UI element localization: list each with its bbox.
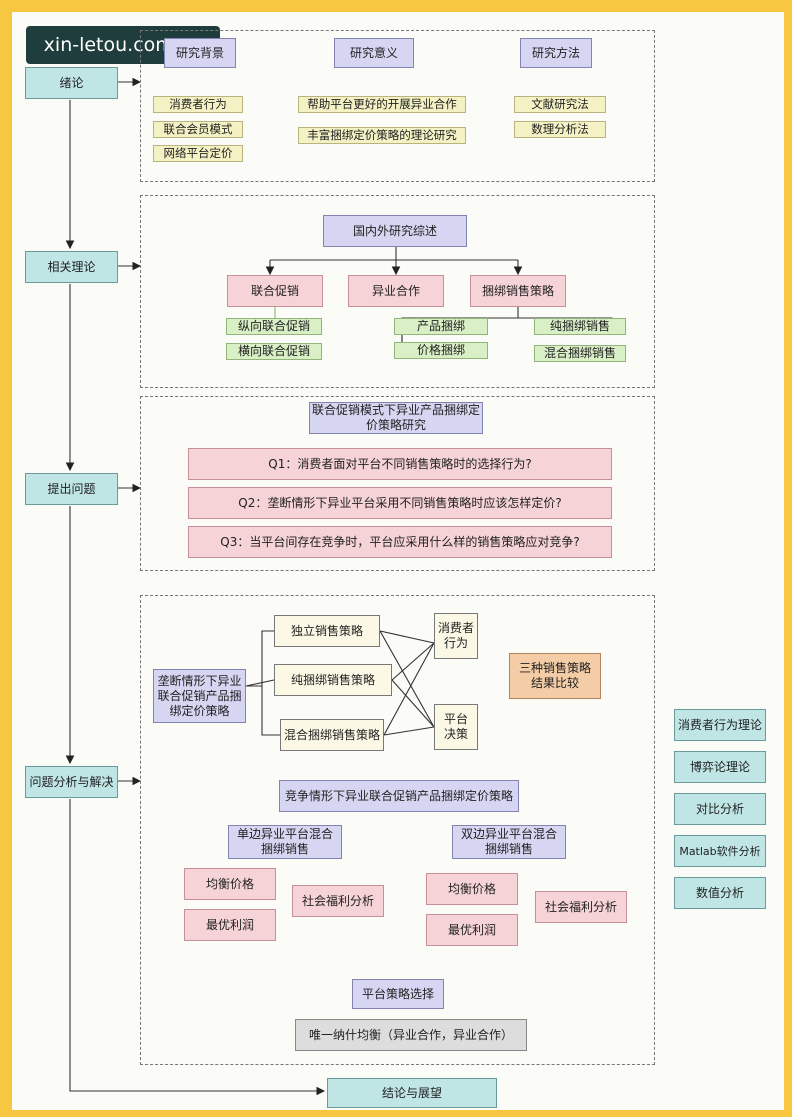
sig-item: 丰富捆绑定价策略的理论研究 — [298, 127, 466, 144]
joint-promotion-box: 联合促销 — [227, 275, 323, 307]
method-consumer-theory: 消费者行为理论 — [674, 709, 766, 741]
research-background-title: 研究背景 — [164, 38, 236, 68]
strategy-independent: 独立销售策略 — [274, 615, 380, 647]
question-section-frame — [140, 396, 655, 571]
welfare-analysis-left: 社会福利分析 — [292, 885, 384, 917]
stage-question: 提出问题 — [25, 473, 118, 505]
bundle-left-item: 产品捆绑 — [394, 318, 488, 335]
stage-theory: 相关理论 — [25, 251, 118, 283]
strategy-mixed-bundle: 混合捆绑销售策略 — [280, 719, 384, 751]
bilateral-mixed-bundle-box: 双边异业平台混合捆绑销售 — [452, 825, 566, 859]
question-q1: Q1：消费者面对平台不同销售策略时的选择行为? — [188, 448, 612, 480]
joint-sub-item: 纵向联合促销 — [226, 318, 322, 335]
method-matlab: Matlab软件分析 — [674, 835, 766, 867]
competition-strategy-box: 竞争情形下异业联合促销产品捆绑定价策略 — [279, 780, 519, 812]
bundle-right-item: 混合捆绑销售 — [534, 345, 626, 362]
cross-industry-coop-box: 异业合作 — [348, 275, 444, 307]
method-comparison: 对比分析 — [674, 793, 766, 825]
bg-item: 消费者行为 — [153, 96, 243, 113]
research-method-title: 研究方法 — [520, 38, 592, 68]
literature-review-box: 国内外研究综述 — [323, 215, 467, 247]
method-item: 文献研究法 — [514, 96, 606, 113]
equilibrium-price-left: 均衡价格 — [184, 868, 276, 900]
bg-item: 网络平台定价 — [153, 145, 243, 162]
question-q3: Q3：当平台间存在竞争时，平台应采用什么样的销售策略应对竞争? — [188, 526, 612, 558]
theory-section-frame — [140, 195, 655, 388]
platform-decision-box: 平台决策 — [434, 704, 478, 750]
unilateral-mixed-bundle-box: 单边异业平台混合捆绑销售 — [228, 825, 342, 859]
optimal-profit-left: 最优利润 — [184, 909, 276, 941]
bg-item: 联合会员模式 — [153, 121, 243, 138]
stage-intro: 绪论 — [25, 67, 118, 99]
strategy-comparison-box: 三种销售策略结果比较 — [509, 653, 601, 699]
nash-equilibrium-box: 唯一纳什均衡（异业合作，异业合作） — [295, 1019, 527, 1051]
optimal-profit-right: 最优利润 — [426, 914, 518, 946]
sig-item: 帮助平台更好的开展异业合作 — [298, 96, 466, 113]
method-game-theory: 博弈论理论 — [674, 751, 766, 783]
intro-section-frame — [140, 30, 655, 182]
method-item: 数理分析法 — [514, 121, 606, 138]
welfare-analysis-right: 社会福利分析 — [535, 891, 627, 923]
strategy-pure-bundle: 纯捆绑销售策略 — [274, 664, 392, 696]
research-topic-box: 联合促销模式下异业产品捆绑定价策略研究 — [309, 402, 483, 434]
bundle-left-item: 价格捆绑 — [394, 342, 488, 359]
question-q2: Q2：垄断情形下异业平台采用不同销售策略时应该怎样定价? — [188, 487, 612, 519]
research-significance-title: 研究意义 — [334, 38, 414, 68]
joint-sub-item: 横向联合促销 — [226, 343, 322, 360]
analysis-section-frame — [140, 595, 655, 1065]
method-numerical: 数值分析 — [674, 877, 766, 909]
platform-strategy-choice-box: 平台策略选择 — [352, 979, 444, 1009]
consumer-behavior-box: 消费者行为 — [434, 613, 478, 659]
equilibrium-price-right: 均衡价格 — [426, 873, 518, 905]
bundle-right-item: 纯捆绑销售 — [534, 318, 626, 335]
monopoly-strategy-box: 垄断情形下异业联合促销产品捆绑定价策略 — [153, 669, 246, 723]
stage-analysis: 问题分析与解决 — [25, 766, 118, 798]
bundle-strategy-box: 捆绑销售策略 — [470, 275, 566, 307]
stage-conclusion: 结论与展望 — [327, 1078, 497, 1108]
flowchart-canvas: xin-letou.com.cn 绪论 相关理论 提出问题 问题分析与解决 结论… — [12, 12, 784, 1110]
